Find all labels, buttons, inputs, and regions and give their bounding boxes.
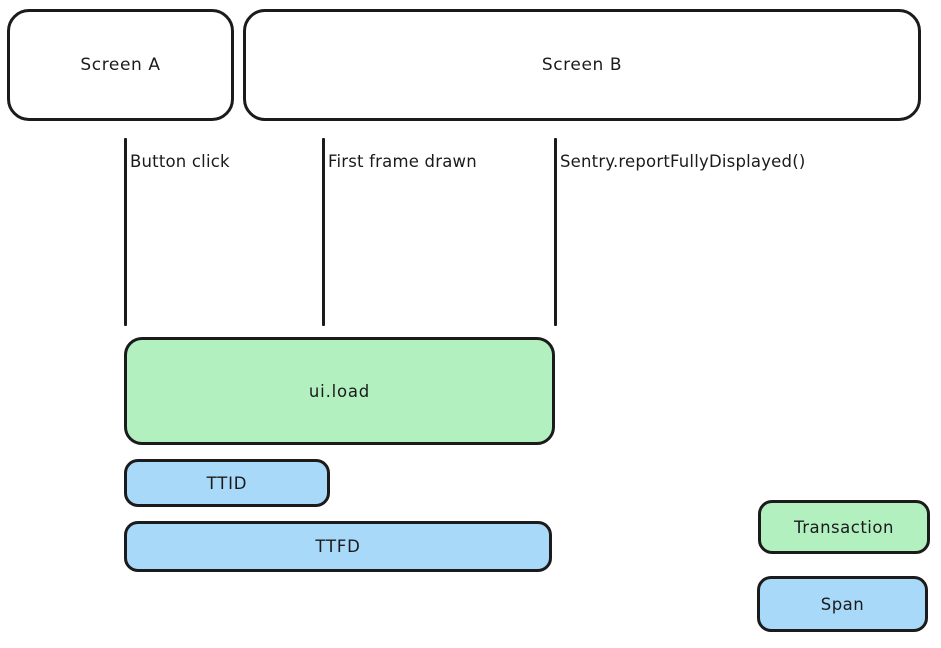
screen-box-a[interactable]: Screen A bbox=[7, 9, 234, 121]
bar-ttid[interactable]: TTID bbox=[124, 459, 330, 507]
bar-ui-load[interactable]: ui.load bbox=[124, 337, 555, 445]
legend-transaction-label: Transaction bbox=[794, 517, 894, 537]
screen-box-b[interactable]: Screen B bbox=[243, 9, 921, 121]
legend-item-transaction: Transaction bbox=[758, 500, 930, 554]
screen-a-label: Screen A bbox=[80, 55, 161, 75]
bar-ui-load-label: ui.load bbox=[308, 381, 371, 401]
marker-label-first-frame-drawn: First frame drawn bbox=[328, 152, 477, 171]
screen-b-label: Screen B bbox=[541, 55, 623, 75]
bar-ttid-label: TTID bbox=[206, 473, 248, 493]
marker-label-report-fully-displayed: Sentry.reportFullyDisplayed() bbox=[560, 152, 806, 171]
marker-line-button-click bbox=[124, 138, 127, 326]
legend-span-label: Span bbox=[820, 594, 865, 614]
bar-ttfd[interactable]: TTFD bbox=[124, 521, 552, 572]
legend-item-span: Span bbox=[757, 576, 928, 632]
marker-line-first-frame-drawn bbox=[322, 138, 325, 326]
marker-label-button-click: Button click bbox=[130, 152, 230, 171]
marker-line-report-fully-displayed bbox=[554, 138, 557, 326]
bar-ttfd-label: TTFD bbox=[315, 537, 361, 556]
